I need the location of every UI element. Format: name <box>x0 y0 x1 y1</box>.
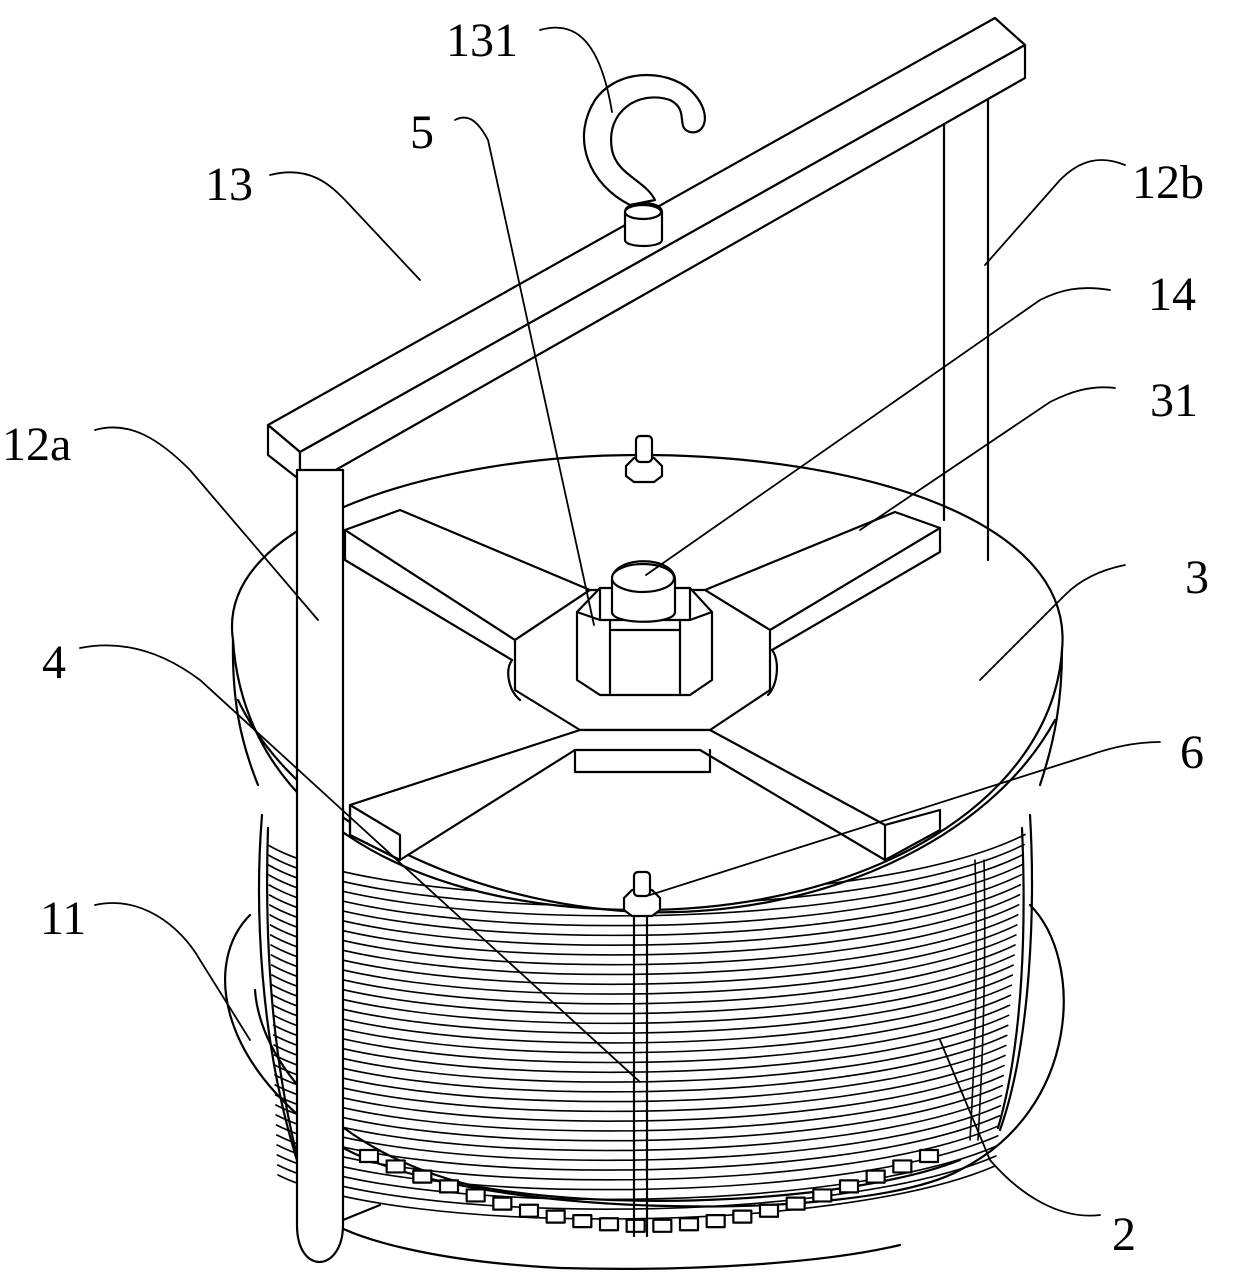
coil-tooth <box>785 1196 806 1211</box>
left-leg <box>295 468 382 1264</box>
coil-tooth <box>705 1214 726 1229</box>
stud-front <box>622 870 662 918</box>
label-2: 2 <box>1112 1208 1136 1261</box>
coil-tooth <box>918 1148 940 1164</box>
leader-31 <box>859 386 1116 531</box>
coil-tooth <box>518 1203 540 1218</box>
leader-11 <box>94 902 251 1041</box>
label-131: 131 <box>446 14 518 67</box>
coil-winding <box>274 1074 1004 1132</box>
leader-6 <box>649 741 1161 896</box>
reference-labels: 131 5 13 12b 14 31 12a 3 4 6 11 2 <box>2 14 1209 1261</box>
coil-tooth <box>412 1169 433 1184</box>
coil-winding <box>275 1114 1001 1171</box>
coil-tooth <box>892 1159 913 1174</box>
label-11: 11 <box>40 892 86 945</box>
coil-tooth <box>625 1218 646 1233</box>
leader-13 <box>269 171 421 281</box>
leader-2 <box>939 1039 1101 1217</box>
coil-winding <box>274 1064 1005 1122</box>
leader-3 <box>979 564 1126 681</box>
coil-tooth <box>812 1188 833 1203</box>
bottom-flange <box>224 903 1065 1270</box>
right-leg <box>942 95 990 562</box>
coil-tooth <box>545 1209 566 1224</box>
coil-winding <box>276 1135 999 1191</box>
coil-winding <box>272 1024 1009 1083</box>
coil-winding <box>274 1084 1004 1142</box>
hook <box>582 73 706 248</box>
leader-14 <box>645 287 1111 576</box>
coil-winding <box>273 1034 1008 1093</box>
label-6: 6 <box>1180 726 1204 779</box>
coil-tooth <box>865 1169 886 1184</box>
center-nut <box>575 586 714 697</box>
leader-131 <box>539 26 613 113</box>
leader-lines <box>79 26 1161 1217</box>
coil-tooth <box>838 1179 860 1194</box>
stud-top <box>624 434 664 484</box>
label-12b: 12b <box>1132 156 1204 209</box>
coil-tooth <box>598 1217 620 1232</box>
coil-tooth <box>438 1179 460 1194</box>
coil-tooth <box>492 1196 513 1211</box>
coil-tooth <box>572 1214 593 1229</box>
coil-winding <box>277 1165 996 1220</box>
leader-12a <box>94 426 319 621</box>
coil-tooth <box>358 1148 380 1164</box>
coil-winding <box>273 1044 1007 1103</box>
leader-12b <box>984 159 1126 266</box>
label-5: 5 <box>410 106 434 159</box>
coil-winding <box>276 1145 998 1201</box>
label-13: 13 <box>205 158 253 211</box>
coil-tooth <box>465 1188 486 1203</box>
label-31: 31 <box>1150 374 1198 427</box>
leader-5 <box>454 116 595 626</box>
coil-winding <box>276 1155 997 1210</box>
coil-winding <box>275 1104 1002 1162</box>
coil-winding <box>275 1094 1003 1152</box>
leader-4 <box>79 644 641 1083</box>
coil-bottom-teeth <box>358 1148 940 1233</box>
shaft-end <box>610 560 677 623</box>
label-14: 14 <box>1148 268 1196 321</box>
label-3: 3 <box>1185 551 1209 604</box>
coil-winding <box>275 1125 1000 1181</box>
coil-tooth <box>732 1209 753 1224</box>
coil-tooth <box>385 1159 406 1174</box>
coil-tooth <box>758 1203 780 1218</box>
vertical-rod <box>632 916 649 1238</box>
label-4: 4 <box>42 636 66 689</box>
label-12a: 12a <box>2 418 71 471</box>
coil-tooth <box>678 1217 700 1232</box>
coil-winding <box>273 1054 1006 1113</box>
coil-tooth <box>652 1218 673 1233</box>
